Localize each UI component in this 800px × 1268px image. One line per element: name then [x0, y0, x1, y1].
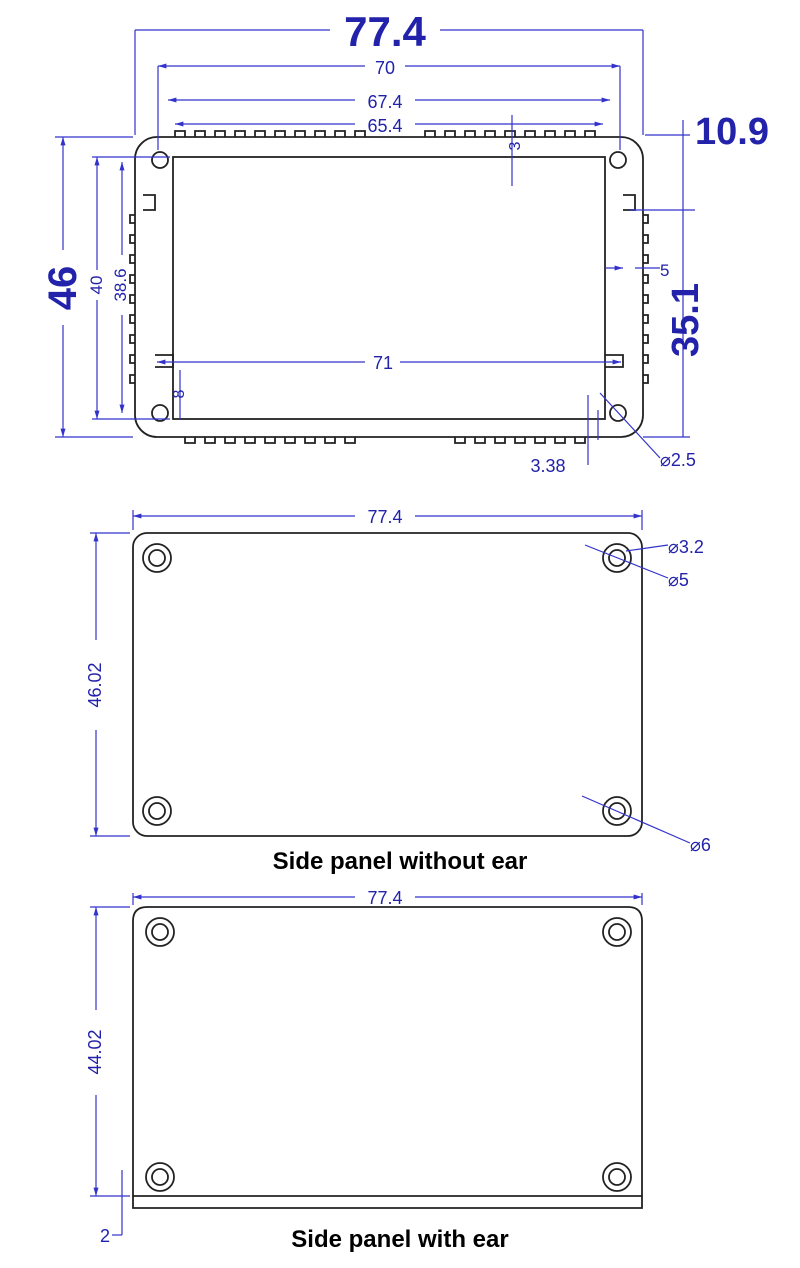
dim-fin-depth: 3	[507, 141, 524, 150]
dim-hole-small: ⌀3.2	[668, 537, 704, 557]
dim-width-67-4: 67.4	[367, 92, 402, 112]
caption-panel-with-ear: Side panel with ear	[291, 1226, 509, 1253]
screw-channel-top-right	[609, 151, 627, 169]
dim-width-70: 70	[375, 58, 395, 78]
dim-panel2-width: 77.4	[367, 888, 402, 908]
right-fins	[643, 214, 649, 384]
dim-panel2-height: 44.02	[85, 1029, 105, 1074]
dim-panel1-width: 77.4	[367, 507, 402, 527]
dim-screw-offset: 3.38	[530, 456, 565, 476]
screw-channel-top-left	[151, 151, 169, 169]
dim-inner-height: 35.1	[665, 283, 707, 357]
pcb-slot-top	[143, 194, 636, 211]
dim-overall-height: 46	[41, 266, 85, 311]
dim-overall-width: 77.4	[344, 8, 426, 55]
panel-with-ear: 77.4 44.02 2	[85, 888, 643, 1246]
dim-height-38-6: 38.6	[111, 268, 130, 301]
panel-with-ear-holes	[145, 917, 632, 1192]
dim-slot-width: 5	[660, 261, 669, 280]
panel-without-ear-outline	[132, 532, 643, 837]
extrusion-inner-cavity	[172, 156, 606, 420]
dim-ear: 2	[100, 1226, 110, 1246]
dim-slot-span: 71	[373, 353, 393, 373]
dim-height-40: 40	[87, 276, 106, 295]
top-fins	[174, 130, 596, 137]
extrusion-outline	[134, 136, 644, 438]
dim-panel1-height: 46.02	[85, 662, 105, 707]
dim-screw-hole: ⌀2.5	[660, 450, 696, 470]
dim-side-offset: 10.9	[695, 111, 769, 153]
panel-ear	[132, 1196, 643, 1209]
profile-view: 77.4 70 67.4 65.4 3 10.9 35.1 5	[41, 8, 769, 476]
panel-with-ear-outline	[132, 906, 643, 1197]
dim-hole-counterbore: ⌀5	[668, 570, 689, 590]
left-fins	[129, 214, 135, 384]
dim-slot-height: 8	[171, 389, 188, 398]
screw-channel-bottom-right	[609, 404, 627, 422]
panel-without-ear-holes	[142, 543, 632, 826]
caption-panel-without-ear: Side panel without ear	[272, 848, 528, 875]
panel-without-ear: 77.4 46.02 ⌀3.2 ⌀5 ⌀6	[85, 507, 711, 855]
screw-channel-bottom-left	[151, 404, 169, 422]
dim-width-65-4: 65.4	[367, 116, 402, 136]
pcb-slot-bottom	[155, 354, 624, 368]
dim-hole-outer: ⌀6	[690, 835, 711, 855]
bottom-fins	[184, 437, 586, 444]
